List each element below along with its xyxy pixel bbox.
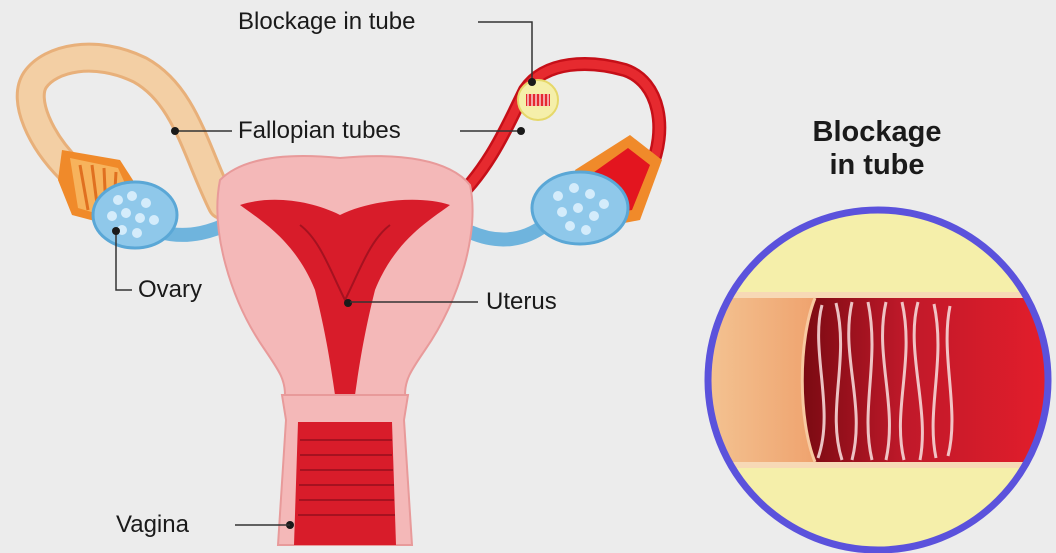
label-ovary: Ovary	[138, 278, 202, 302]
inset-circle	[700, 200, 1056, 553]
inset-title-line1: Blockage	[747, 116, 1007, 149]
blockage-marker	[518, 80, 558, 120]
label-vagina: Vagina	[116, 513, 189, 537]
label-blockage-in-tube: Blockage in tube	[238, 10, 415, 34]
label-uterus: Uterus	[486, 290, 557, 314]
uterus	[217, 156, 472, 395]
inset-title: Blockage in tube	[747, 116, 1007, 183]
inset-title-line2: in tube	[747, 149, 1007, 182]
vagina	[278, 395, 412, 545]
label-fallopian-tubes: Fallopian tubes	[238, 119, 401, 143]
right-ovary	[470, 172, 628, 244]
